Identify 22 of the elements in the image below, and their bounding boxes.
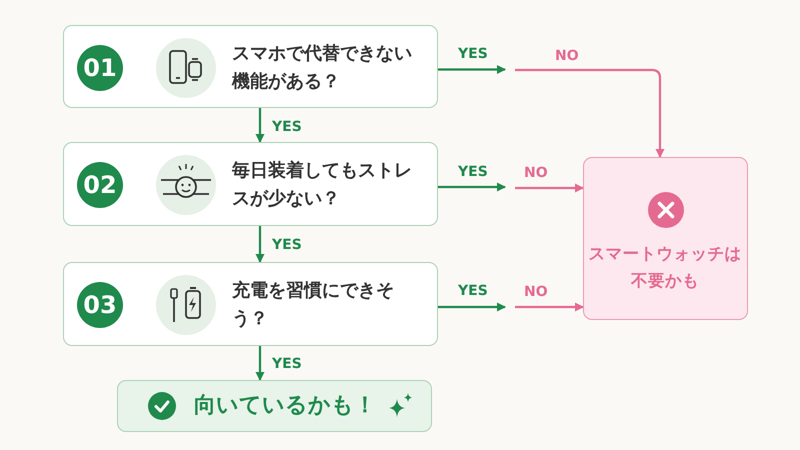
question-text: 毎日装着してもストレスが少ない？ bbox=[232, 159, 413, 211]
arrow bbox=[256, 226, 264, 263]
arrow bbox=[515, 184, 584, 192]
step-number: 03 bbox=[77, 282, 123, 328]
arrow bbox=[438, 65, 506, 74]
arrow bbox=[438, 182, 506, 192]
question-box bbox=[63, 262, 438, 346]
result-box bbox=[117, 380, 432, 432]
question-text: スマホで代替できない機能がある？ bbox=[232, 42, 413, 94]
step-number: 01 bbox=[77, 44, 123, 90]
step-number: 02 bbox=[77, 162, 123, 208]
question-box bbox=[63, 25, 438, 108]
arrow bbox=[515, 68, 664, 158]
arrow bbox=[256, 108, 264, 143]
result-box bbox=[583, 157, 748, 320]
arrow bbox=[515, 302, 584, 312]
result-text: 向いているかも！ bbox=[194, 393, 376, 419]
question-box bbox=[63, 142, 438, 226]
arrow bbox=[438, 302, 506, 312]
result-text: スマートウォッチは不要かも bbox=[588, 243, 742, 292]
arrow bbox=[256, 346, 264, 381]
question-text: 充電を習慣にできそう？ bbox=[232, 279, 395, 331]
